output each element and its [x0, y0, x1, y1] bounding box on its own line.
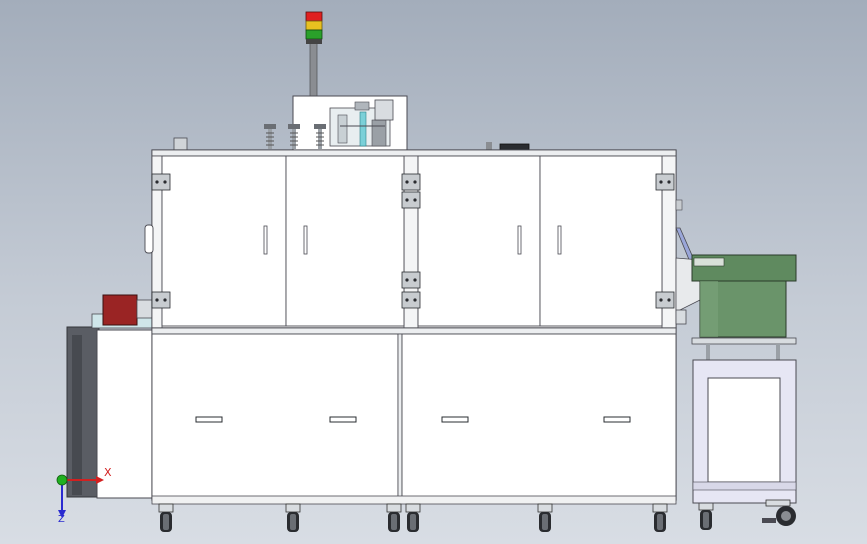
hinge-screws [155, 180, 671, 302]
spring-screw-3 [314, 124, 326, 149]
axis-z-label: Z [58, 514, 65, 525]
axis-x-label: X [104, 466, 112, 479]
upper-door-3 [417, 155, 541, 327]
door-hinges [151, 173, 675, 309]
left-side-panel [66, 326, 154, 499]
drawer-handles [195, 416, 631, 423]
caster-wheels [158, 501, 714, 532]
feeder-stand [692, 359, 797, 526]
side-handle [144, 224, 154, 254]
red-junction-box [91, 294, 155, 329]
spring-screw-1 [264, 124, 276, 149]
axis-triad [56, 474, 104, 518]
vibratory-bowl-feeder [691, 254, 797, 360]
top-mechanism-housing [292, 95, 408, 152]
signal-tower-light [305, 11, 323, 99]
upper-door-4 [539, 155, 663, 327]
upper-door-2 [285, 155, 405, 327]
lower-cabinet [151, 327, 677, 505]
spring-screw-2 [288, 124, 300, 149]
upper-door-1 [161, 155, 287, 327]
